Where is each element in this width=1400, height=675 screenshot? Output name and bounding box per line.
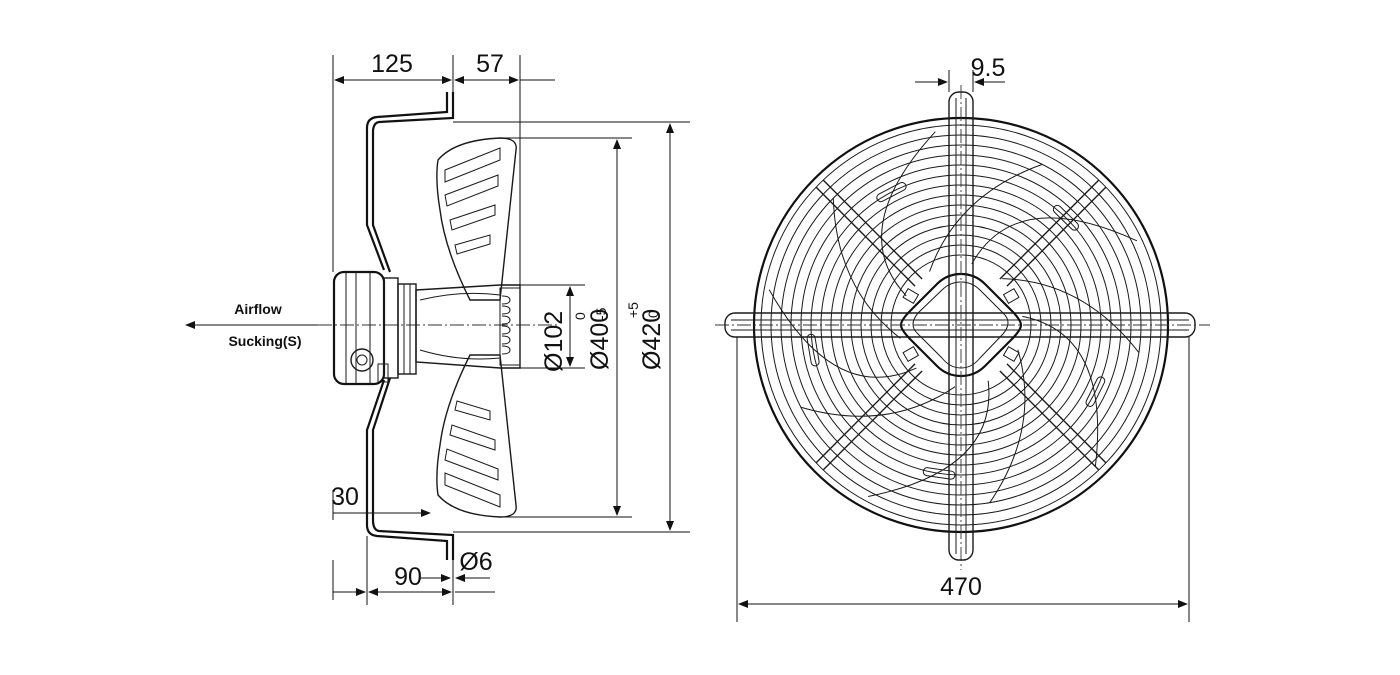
- dia-420-tol-lower: 0: [645, 310, 661, 318]
- front-blades: [768, 131, 1140, 503]
- guard-spoke: [999, 370, 1100, 471]
- dim-125-label: 125: [371, 50, 413, 78]
- blade-edge: [800, 386, 956, 417]
- blade-slot: [806, 333, 820, 367]
- hub-tab: [1002, 287, 1020, 305]
- guard-profile: [365, 92, 455, 560]
- hub-tab: [902, 287, 920, 305]
- dim-hole-label: Ø6: [459, 548, 492, 576]
- blade-edge: [929, 163, 1043, 272]
- blade-slot: [922, 467, 956, 480]
- dim-bar-label: 9.5: [971, 54, 1006, 82]
- blade-edge: [971, 217, 1138, 265]
- guard-spoke: [1006, 363, 1107, 464]
- blade-slot: [1085, 376, 1106, 407]
- dia-400-tol-lower: -5: [593, 307, 609, 320]
- guard-spoke: [815, 186, 916, 287]
- guard-spoke: [822, 370, 923, 471]
- blade-edge: [832, 198, 901, 339]
- dim-width-label: 470: [940, 573, 982, 601]
- airflow-label: Airflow: [234, 301, 282, 317]
- dim-30-label: 30: [331, 483, 359, 511]
- dim-90-label: 90: [394, 563, 422, 591]
- blade-slot: [1052, 204, 1079, 231]
- blade-edge: [989, 349, 1026, 503]
- guard-spoke: [822, 179, 923, 280]
- side-view: Airflow Sucking(S): [185, 50, 690, 605]
- blade-edge: [868, 380, 990, 497]
- airflow-mode-label: Sucking(S): [228, 333, 301, 349]
- blade-edge: [1022, 315, 1099, 467]
- hub-tab: [1002, 345, 1020, 363]
- blade-bottom: [436, 354, 517, 518]
- motor-housing: [332, 270, 417, 386]
- dia-400-tol-upper: 0: [572, 312, 588, 320]
- guard-spoke: [999, 179, 1100, 280]
- front-view: 9.5 470: [715, 54, 1210, 622]
- dim-57-label: 57: [476, 50, 504, 78]
- blade-edge: [768, 289, 917, 378]
- dia-420-tol-upper: +5: [625, 302, 641, 318]
- hub-tab: [902, 345, 920, 363]
- guard-spoke: [815, 363, 916, 464]
- guard-spoke: [1006, 186, 1107, 287]
- dia-102-label: Ø102: [540, 311, 568, 372]
- guard-spokes: [815, 179, 1107, 471]
- dia-400-label: Ø400: [586, 309, 614, 370]
- blade-slot: [876, 182, 907, 203]
- blade-edge: [881, 131, 936, 297]
- dia-420-label: Ø420: [638, 309, 666, 370]
- blade-top: [436, 137, 517, 301]
